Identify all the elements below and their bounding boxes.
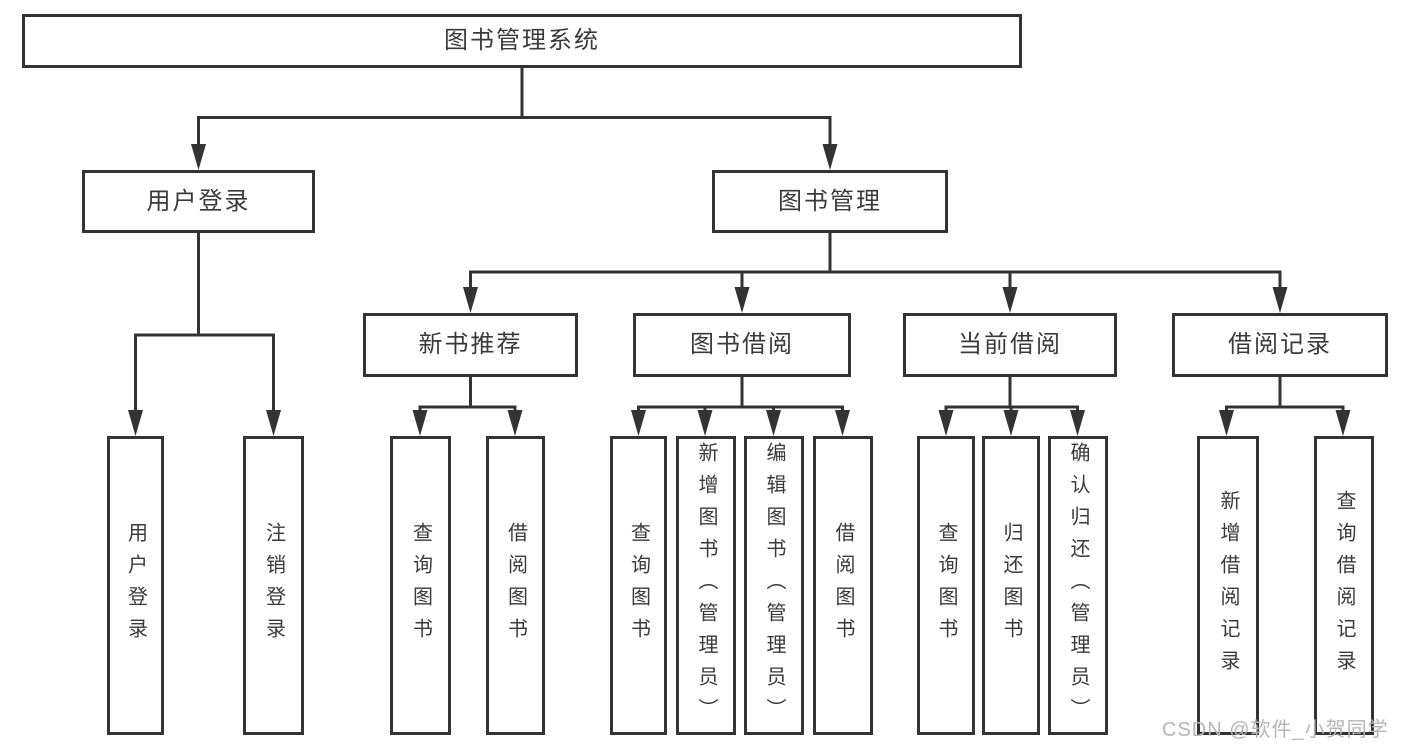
leaf-records-add-record: 新增借阅记录 bbox=[1197, 436, 1259, 735]
leaf-current-query-books: 查询图书 bbox=[917, 436, 975, 735]
leaf-recommend-query-books: 查询图书 bbox=[390, 436, 451, 735]
node-user-login: 用户登录 bbox=[82, 170, 315, 233]
node-new-book-recommendation: 新书推荐 bbox=[363, 313, 578, 377]
node-book-management: 图书管理 bbox=[712, 170, 948, 233]
node-current-borrowing: 当前借阅 bbox=[903, 313, 1117, 377]
leaf-borrowing-edit-book-admin: 编辑图书（管理员） bbox=[744, 436, 804, 735]
leaf-logout: 注销登录 bbox=[243, 436, 304, 735]
node-book-borrowing: 图书借阅 bbox=[633, 313, 851, 377]
leaf-borrowing-query-books: 查询图书 bbox=[610, 436, 667, 735]
leaf-current-return-books: 归还图书 bbox=[982, 436, 1040, 735]
csdn-watermark: CSDN @软件_小贺同学 bbox=[1162, 719, 1389, 741]
leaf-user-login: 用户登录 bbox=[107, 436, 164, 735]
leaf-records-query-record: 查询借阅记录 bbox=[1314, 436, 1374, 735]
leaf-borrowing-borrow-books: 借阅图书 bbox=[813, 436, 873, 735]
leaf-borrowing-add-book-admin: 新增图书（管理员） bbox=[676, 436, 736, 735]
node-borrowing-records: 借阅记录 bbox=[1172, 313, 1388, 377]
node-library-management-system: 图书管理系统 bbox=[22, 14, 1022, 68]
leaf-recommend-borrow-books: 借阅图书 bbox=[486, 436, 545, 735]
leaf-current-confirm-return-admin: 确认归还（管理员） bbox=[1048, 436, 1108, 735]
arrowheads bbox=[128, 144, 1351, 436]
